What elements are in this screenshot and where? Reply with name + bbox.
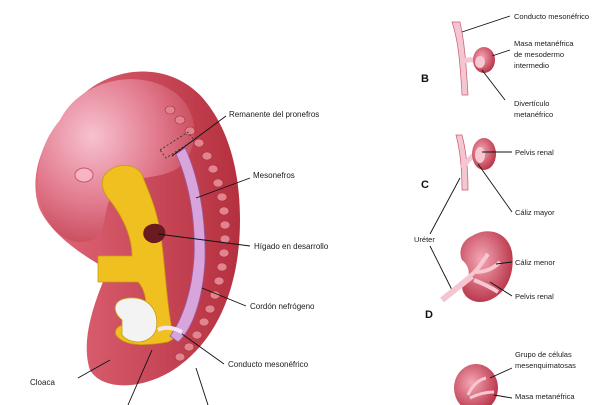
label-pelvis-c: Pelvis renal — [515, 148, 554, 157]
label-nephrogenic-cord: Cordón nefrógeno — [250, 302, 315, 311]
label-mass-bottom: Masa metanéfrica — [515, 392, 575, 401]
label-diverticulum-2: metanéfrico — [514, 110, 553, 119]
stage-b-diverticulum — [475, 56, 485, 68]
label-mesonephros: Mesonefros — [253, 171, 295, 180]
label-diverticulum-1: Divertículo — [514, 99, 549, 108]
embryo-illustration — [35, 71, 240, 385]
label-mass-line-2: de mesodermo — [514, 50, 564, 59]
stage-letter-b: B — [421, 73, 429, 85]
label-mass-line-1: Masa metanéfrica — [514, 39, 574, 48]
stage-c-illustration — [456, 135, 496, 190]
label-mass-line-3: intermedio — [514, 61, 549, 70]
label-top-duct: Conducto mesonéfrico — [514, 12, 589, 21]
label-pelvis-d: Pelvis renal — [515, 292, 554, 301]
stage-e-illustration — [454, 364, 498, 405]
label-cloaca: Cloaca — [30, 378, 55, 387]
stage-letter-c: C — [421, 179, 429, 191]
stage-b-illustration — [452, 22, 495, 95]
label-cells-1: Grupo de células — [515, 350, 572, 359]
label-liver: Hígado en desarrollo — [254, 242, 329, 251]
label-major-calyx: Cáliz mayor — [515, 208, 555, 217]
stage-d-illustration — [442, 231, 513, 302]
embryo-eye — [75, 168, 93, 182]
label-pronephros: Remanente del pronefros — [229, 110, 319, 119]
label-minor-calyx: Cáliz menor — [515, 258, 556, 267]
stage-letter-d: D — [425, 309, 433, 321]
label-mesonephric-duct: Conducto mesonéfrico — [228, 360, 309, 369]
label-cells-2: mesenquimatosas — [515, 361, 576, 370]
label-ureter: Uréter — [414, 235, 435, 244]
stage-c-pelvis — [475, 147, 485, 163]
